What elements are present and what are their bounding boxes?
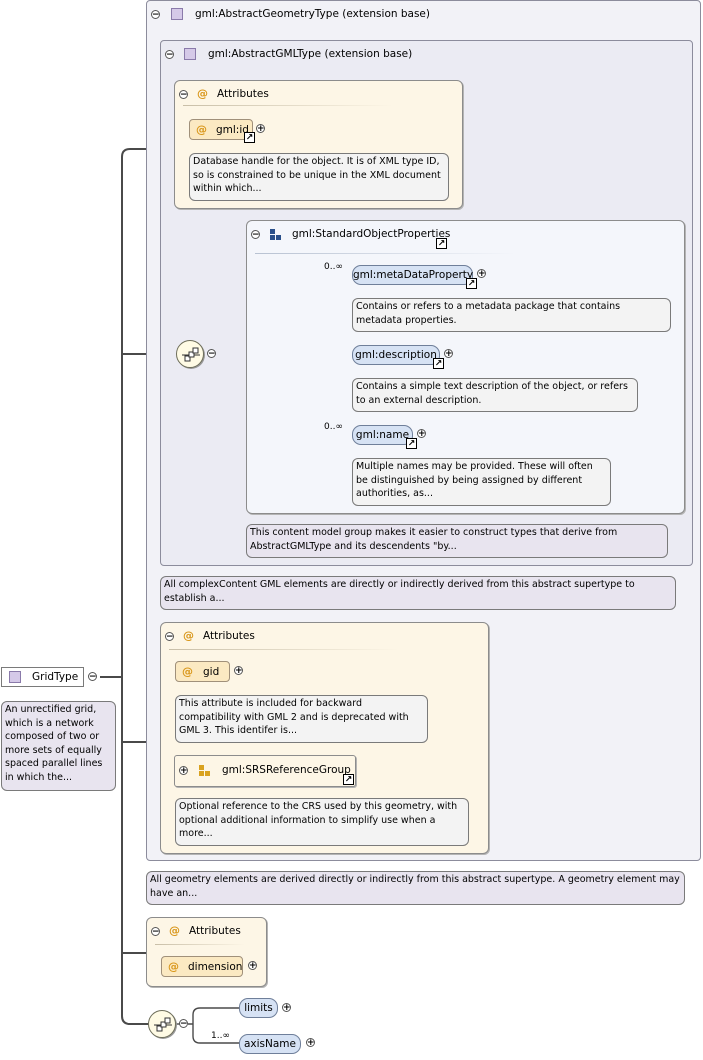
- sequence-glyph: [154, 1017, 172, 1032]
- abstract-geometry-title: gml:AbstractGeometryType (extension base…: [195, 8, 430, 20]
- model-group-icon: [270, 229, 282, 241]
- attribute-gml-id[interactable]: @ gml:id: [189, 119, 253, 140]
- collapse-toggle-icon[interactable]: −: [165, 632, 174, 642]
- at-sign-icon: @: [183, 629, 194, 642]
- element-axisname[interactable]: axisName: [239, 1034, 301, 1054]
- metadataproperty-doc: Contains or refers to a metadata package…: [352, 298, 671, 332]
- expand-toggle-icon[interactable]: +: [248, 961, 257, 971]
- collapse-toggle-icon[interactable]: −: [151, 10, 160, 20]
- root-doc-note: An unrectified grid, which is a network …: [1, 701, 116, 791]
- expand-toggle-icon[interactable]: +: [282, 1003, 291, 1013]
- divider: [155, 944, 245, 945]
- expand-toggle-icon[interactable]: +: [256, 124, 265, 134]
- root-type-label: GridType: [32, 671, 79, 683]
- attribute-name: gid: [203, 666, 220, 678]
- expand-toggle-icon[interactable]: +: [444, 349, 453, 359]
- at-sign-icon: @: [168, 960, 179, 973]
- srs-reference-group[interactable]: + gml:SRSReferenceGroup ↗: [174, 755, 356, 787]
- name-doc: Multiple names may be provided. These wi…: [352, 458, 611, 506]
- collapse-toggle-icon[interactable]: −: [179, 1019, 188, 1029]
- divider: [183, 105, 393, 106]
- collapse-toggle-icon[interactable]: −: [251, 230, 260, 240]
- at-sign-icon: @: [182, 665, 193, 678]
- expand-toggle-icon[interactable]: +: [234, 666, 243, 676]
- root-type-node[interactable]: GridType: [1, 667, 84, 687]
- reference-arrow-icon[interactable]: ↗: [436, 238, 447, 249]
- gml-id-doc: Database handle for the object. It is of…: [189, 153, 449, 201]
- collapse-toggle-icon[interactable]: −: [207, 349, 216, 359]
- gid-doc: This attribute is included for backward …: [175, 695, 428, 743]
- attribute-name: gml:id: [216, 124, 249, 136]
- expand-toggle-icon[interactable]: +: [477, 269, 486, 279]
- attributes-title: Attributes: [203, 630, 255, 642]
- complex-type-icon: [9, 671, 21, 683]
- cardinality-label: 0..∞: [324, 422, 343, 432]
- description-doc: Contains a simple text description of th…: [352, 378, 638, 412]
- cardinality-label: 1..∞: [211, 1031, 230, 1041]
- sequence-compositor-icon[interactable]: [148, 1010, 176, 1038]
- attributes-title: Attributes: [217, 88, 269, 100]
- expand-toggle-icon[interactable]: +: [179, 766, 188, 776]
- abstract-geometry-doc: All geometry elements are derived direct…: [146, 871, 685, 905]
- standard-object-properties-title: gml:StandardObjectProperties: [292, 228, 451, 240]
- complex-type-icon: [171, 8, 183, 20]
- at-sign-icon: @: [196, 123, 207, 136]
- at-sign-icon: @: [169, 924, 180, 937]
- at-sign-icon: @: [197, 87, 208, 100]
- abstract-gml-doc: All complexContent GML elements are dire…: [160, 576, 676, 610]
- sequence-compositor-icon[interactable]: [176, 340, 204, 368]
- attribute-name: dimension: [188, 961, 243, 973]
- collapse-toggle-icon[interactable]: −: [165, 50, 174, 60]
- reference-arrow-icon[interactable]: ↗: [343, 774, 354, 785]
- standard-object-properties-doc: This content model group makes it easier…: [246, 524, 668, 558]
- srs-group-label: gml:SRSReferenceGroup: [222, 764, 351, 776]
- abstract-gml-title: gml:AbstractGMLType (extension base): [208, 48, 413, 60]
- divider: [169, 649, 399, 650]
- cardinality-label: 0..∞: [324, 262, 343, 272]
- attribute-gid[interactable]: @ gid: [175, 661, 230, 682]
- element-name[interactable]: gml:name: [352, 425, 413, 445]
- reference-arrow-icon[interactable]: ↗: [433, 358, 444, 369]
- collapse-toggle-icon[interactable]: −: [88, 672, 97, 682]
- expand-toggle-icon[interactable]: +: [417, 429, 426, 439]
- reference-arrow-icon[interactable]: ↗: [244, 132, 255, 143]
- element-limits[interactable]: limits: [239, 998, 278, 1018]
- divider: [255, 253, 515, 254]
- element-metadataproperty[interactable]: gml:metaDataProperty: [352, 265, 473, 285]
- expand-toggle-icon[interactable]: +: [306, 1038, 315, 1048]
- complex-type-icon: [184, 48, 196, 60]
- attribute-dimension[interactable]: @ dimension: [161, 956, 243, 977]
- collapse-toggle-icon[interactable]: −: [179, 90, 188, 100]
- attribute-group-icon: [199, 765, 211, 777]
- sequence-glyph: [182, 347, 200, 362]
- reference-arrow-icon[interactable]: ↗: [466, 278, 477, 289]
- attributes-title: Attributes: [189, 925, 241, 937]
- collapse-toggle-icon[interactable]: −: [151, 927, 160, 937]
- srs-group-doc: Optional reference to the CRS used by th…: [175, 798, 469, 846]
- reference-arrow-icon[interactable]: ↗: [406, 438, 417, 449]
- element-description[interactable]: gml:description: [352, 345, 440, 365]
